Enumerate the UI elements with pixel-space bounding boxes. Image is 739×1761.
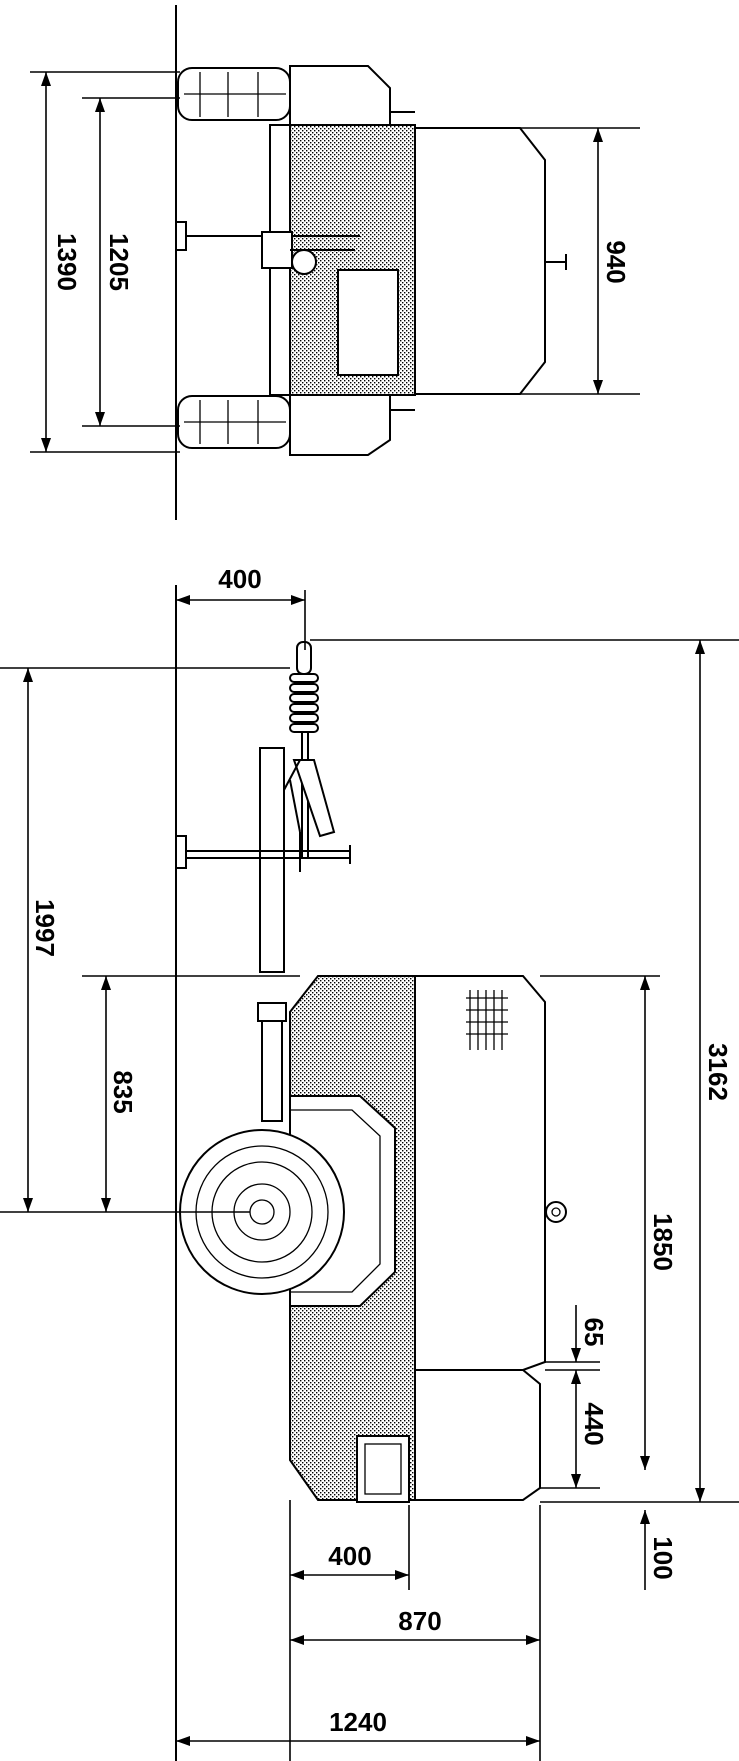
dim-1390: 1390 <box>30 71 180 453</box>
side-jockey-wheel <box>175 832 351 872</box>
dim-3162: 3162 <box>310 639 739 1503</box>
dim-1997: 1997 <box>0 667 290 1213</box>
dim-label-1205: 1205 <box>104 233 134 291</box>
dim-1205: 1205 <box>82 97 180 427</box>
dim-label-1850: 1850 <box>648 1213 678 1271</box>
top-view: 1390 1205 940 <box>30 5 640 520</box>
dim-label-400-bottom: 400 <box>328 1541 371 1571</box>
side-lifting-eye <box>545 1201 567 1223</box>
dim-label-870: 870 <box>398 1606 441 1636</box>
coupling-spring <box>289 673 319 733</box>
dim-label-940: 940 <box>601 240 631 283</box>
dim-label-400-top: 400 <box>218 564 261 594</box>
dim-400-bottom: 400 <box>289 1500 410 1761</box>
top-wheel-lower <box>177 395 291 449</box>
side-drawbar <box>259 747 285 973</box>
side-rear-frame <box>356 1435 410 1503</box>
top-control-panel <box>337 269 399 376</box>
dim-label-835: 835 <box>108 1070 138 1113</box>
dim-label-1240: 1240 <box>329 1707 387 1737</box>
dim-label-3162: 3162 <box>703 1043 733 1101</box>
dim-400-top: 400 <box>176 564 306 650</box>
dim-label-440: 440 <box>579 1402 609 1445</box>
hitch-lever <box>292 759 336 838</box>
side-view: 400 1997 835 3162 <box>0 564 739 1761</box>
dim-870: 870 <box>290 1505 541 1761</box>
top-wheel-upper <box>177 67 291 121</box>
top-hitch-assembly <box>175 221 360 275</box>
side-rear-section <box>414 1369 541 1501</box>
dim-label-1390: 1390 <box>52 233 82 291</box>
side-vent-grille <box>466 990 508 1050</box>
dim-label-100: 100 <box>648 1536 678 1579</box>
dim-1240: 1240 <box>176 1707 540 1746</box>
dim-440: 440 <box>540 1370 609 1489</box>
dim-1850: 1850 <box>540 975 678 1470</box>
tow-eye <box>296 641 312 675</box>
top-compressor-housing <box>414 127 546 395</box>
side-compressor-housing <box>414 975 546 1371</box>
dim-100: 100 <box>640 1510 678 1590</box>
dim-65: 65 <box>545 1305 609 1371</box>
dim-label-65: 65 <box>579 1318 609 1347</box>
dim-label-1997: 1997 <box>30 899 60 957</box>
dim-940: 940 <box>520 127 640 395</box>
dim-835: 835 <box>82 975 300 1212</box>
